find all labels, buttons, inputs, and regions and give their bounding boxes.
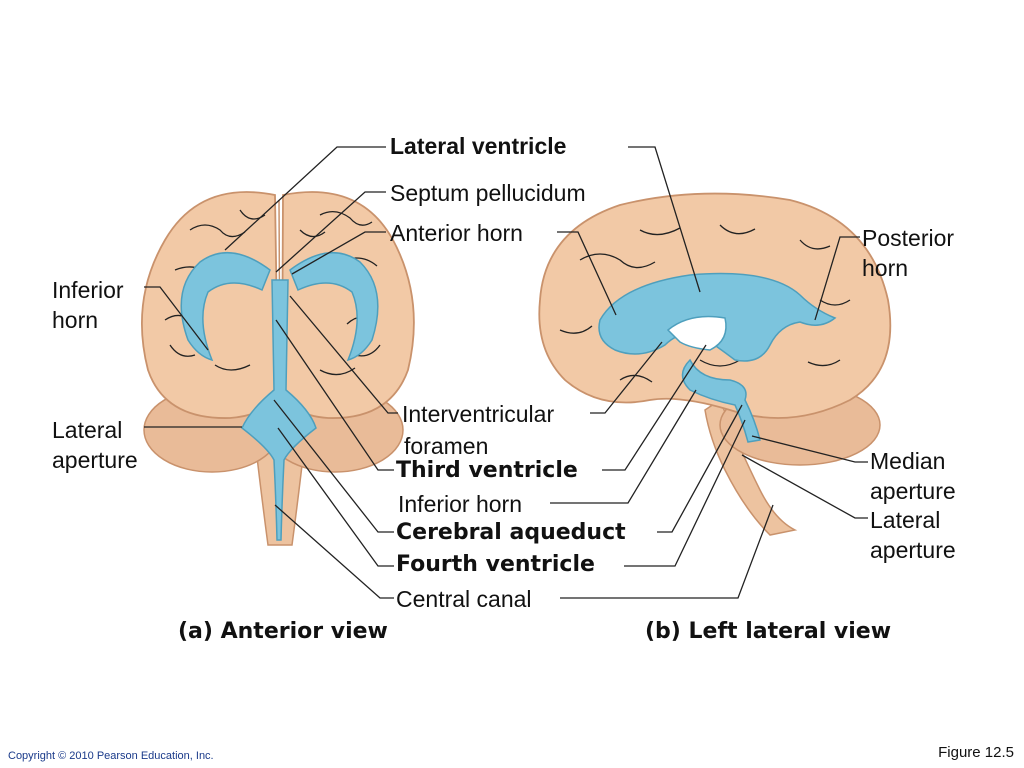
copyright-notice: Copyright © 2010 Pearson Education, Inc. xyxy=(8,750,214,762)
caption-anterior-view: (a) Anterior view xyxy=(178,619,388,644)
label-septum-pellucidum: Septum pellucidum xyxy=(390,180,586,206)
label-third-ventricle: Third ventricle xyxy=(396,458,578,483)
label-inferior-horn-left-1: Inferior xyxy=(52,277,124,303)
labels: Lateral ventricle Septum pellucidum Ante… xyxy=(52,133,956,612)
label-median-aperture-2: aperture xyxy=(870,478,956,504)
label-lateral-ventricle: Lateral ventricle xyxy=(390,133,566,159)
label-anterior-horn: Anterior horn xyxy=(390,220,523,246)
label-lateral-aperture-right-2: aperture xyxy=(870,537,956,563)
label-posterior-horn-2: horn xyxy=(862,255,908,281)
label-inferior-horn-left-2: horn xyxy=(52,307,98,333)
label-lateral-aperture-right-1: Lateral xyxy=(870,507,940,533)
label-fourth-ventricle: Fourth ventricle xyxy=(396,552,595,577)
label-posterior-horn-1: Posterior xyxy=(862,225,954,251)
label-interventricular-foramen-2: foramen xyxy=(404,433,488,459)
label-lateral-aperture-left-2: aperture xyxy=(52,447,138,473)
caption-lateral-view: (b) Left lateral view xyxy=(645,619,891,644)
label-median-aperture-1: Median xyxy=(870,448,945,474)
label-cerebral-aqueduct: Cerebral aqueduct xyxy=(396,520,626,545)
label-inferior-horn-center: Inferior horn xyxy=(398,491,522,517)
label-interventricular-foramen-1: Interventricular xyxy=(402,401,554,427)
leader-lines xyxy=(144,146,868,599)
label-central-canal: Central canal xyxy=(396,586,532,612)
label-lateral-aperture-left-1: Lateral xyxy=(52,417,122,443)
anterior-brain xyxy=(140,191,415,546)
lateral-brain xyxy=(538,192,892,536)
figure-number: Figure 12.5 xyxy=(938,744,1014,761)
